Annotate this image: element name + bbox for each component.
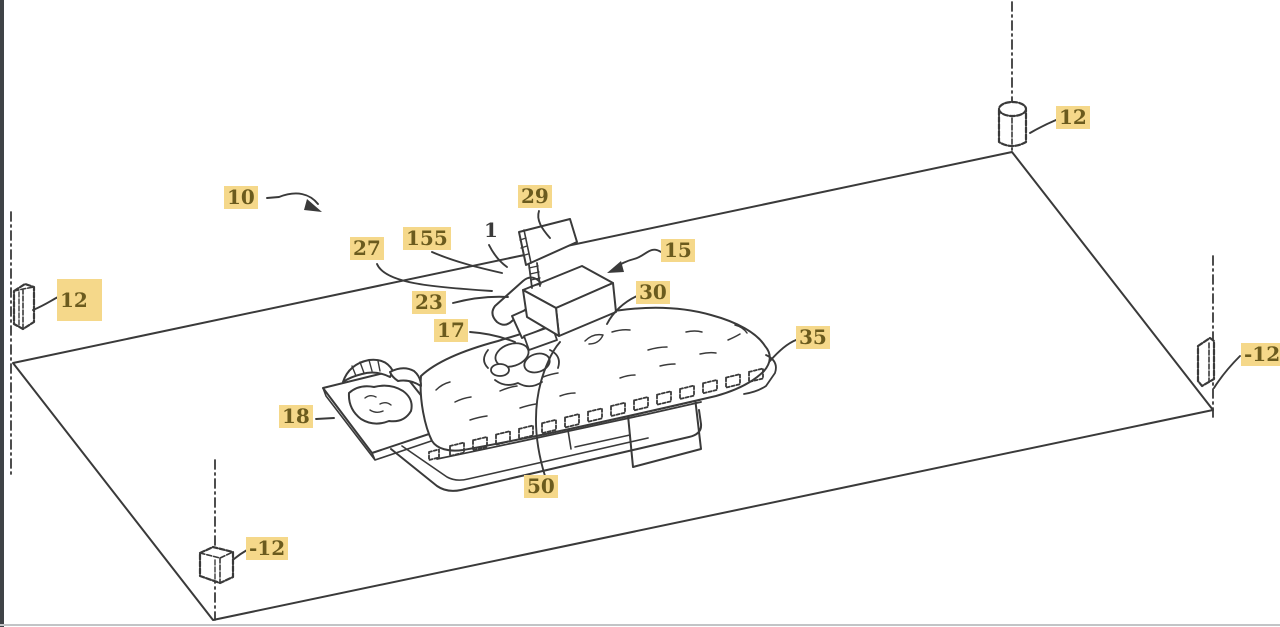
- ref-label-29: 29: [518, 185, 552, 208]
- ref-label-12-right: -12: [1241, 343, 1280, 366]
- leader-12-left: [32, 296, 59, 311]
- arrowhead-15: [607, 261, 624, 273]
- marker-12-left: [12, 282, 36, 331]
- ref-label-12-top-right: 12: [1056, 106, 1090, 129]
- leader-17: [469, 331, 516, 343]
- display-post: [528, 262, 542, 289]
- ref-label-23: 23: [412, 291, 446, 314]
- ref-label-27: 27: [350, 237, 384, 260]
- leader-18: [315, 417, 335, 420]
- leader-15: [615, 248, 662, 268]
- ref-label-50: 50: [524, 475, 558, 498]
- navigation-unit: [483, 218, 617, 388]
- patient-body: [419, 306, 777, 460]
- marker-12-top-right: [997, 100, 1028, 148]
- leader-1: [488, 244, 508, 268]
- leader-lines: [32, 119, 1241, 560]
- device-box: [522, 265, 617, 337]
- scan-left-border: [0, 0, 4, 627]
- leader-35: [769, 339, 797, 362]
- ref-label-12-left: 12: [57, 279, 102, 321]
- arrowhead-10: [304, 199, 322, 212]
- ref-label-30: 30: [636, 281, 670, 304]
- display-screen: [518, 218, 578, 266]
- leader-50: [535, 341, 561, 477]
- leader-12-right: [1213, 355, 1241, 389]
- leader-23: [452, 295, 509, 304]
- ref-label-17: 17: [434, 319, 468, 342]
- ref-label-155: 155: [403, 227, 451, 250]
- table-lower-edge: [436, 401, 702, 460]
- leader-10: [266, 192, 319, 205]
- leader-29: [537, 210, 551, 239]
- ref-label-18: 18: [279, 405, 313, 428]
- leader-30: [606, 295, 638, 325]
- ref-label-15: 15: [661, 239, 695, 262]
- leader-155: [431, 251, 503, 274]
- clamp-rings: [483, 342, 560, 388]
- scan-bottom-border: [0, 624, 1280, 626]
- marker-12-right: [1196, 336, 1216, 388]
- patient-head: [342, 358, 422, 425]
- marker-12-bottom: [198, 545, 235, 585]
- rail-blocks: [428, 367, 764, 461]
- leader-12-bottom: [233, 549, 248, 560]
- ref-label-12-bottom: -12: [246, 537, 289, 560]
- ref-label-1: 1: [484, 218, 498, 242]
- ref-label-35: 35: [796, 326, 830, 349]
- arrowheads: [304, 199, 624, 273]
- blanket-fold: [389, 367, 422, 387]
- blanket-wrinkles: [435, 324, 748, 421]
- leader-12-top-right: [1029, 119, 1057, 134]
- leader-27: [376, 263, 493, 292]
- ref-label-10: 10: [224, 186, 258, 209]
